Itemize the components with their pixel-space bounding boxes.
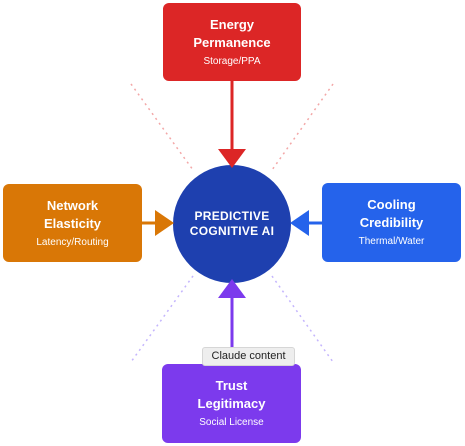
node-energy-permanence: Energy Permanence Storage/PPA	[163, 3, 301, 81]
node-cooling-credibility: Cooling Credibility Thermal/Water	[322, 183, 461, 262]
node-subtitle: Latency/Routing	[36, 236, 109, 248]
diagonal-line-top-left	[130, 83, 194, 171]
diagonal-line-top-right	[271, 83, 334, 171]
node-title-line2: Legitimacy	[197, 396, 266, 411]
arrow-bottom-icon	[218, 279, 246, 298]
node-title: Network Elasticity	[44, 197, 101, 233]
diagonal-line-bottom-left	[130, 275, 194, 363]
node-subtitle: Thermal/Water	[358, 236, 425, 247]
center-label-line1: PREDICTIVE	[194, 209, 270, 223]
arrow-left-icon	[155, 210, 174, 236]
node-title-line1: Network	[46, 197, 99, 213]
node-title-line2: Permanence	[193, 34, 271, 50]
node-title-line1: Trust	[215, 378, 248, 393]
arrow-right-icon	[290, 210, 309, 236]
center-label-line2: COGNITIVE AI	[189, 224, 275, 238]
node-trust-legitimacy: Trust Legitimacy Social License	[162, 364, 301, 443]
node-title-line2: Elasticity	[43, 215, 102, 231]
node-subtitle: Social License	[199, 417, 264, 428]
node-title: Cooling Credibility	[360, 196, 424, 232]
center-label: PREDICTIVE COGNITIVE AI	[173, 165, 291, 283]
node-network-elasticity: Network Elasticity Latency/Routing	[3, 184, 142, 262]
arrow-top-icon	[218, 149, 246, 168]
node-title: Energy Permanence	[193, 16, 270, 52]
node-subtitle: Storage/PPA	[203, 55, 261, 67]
node-title: Trust Legitimacy	[198, 377, 266, 413]
node-title-line1: Energy	[209, 16, 255, 32]
center-circle	[173, 165, 291, 283]
node-title-line1: Cooling	[367, 197, 416, 212]
node-title-line2: Credibility	[359, 215, 424, 230]
content-tooltip: Claude content	[202, 347, 295, 366]
